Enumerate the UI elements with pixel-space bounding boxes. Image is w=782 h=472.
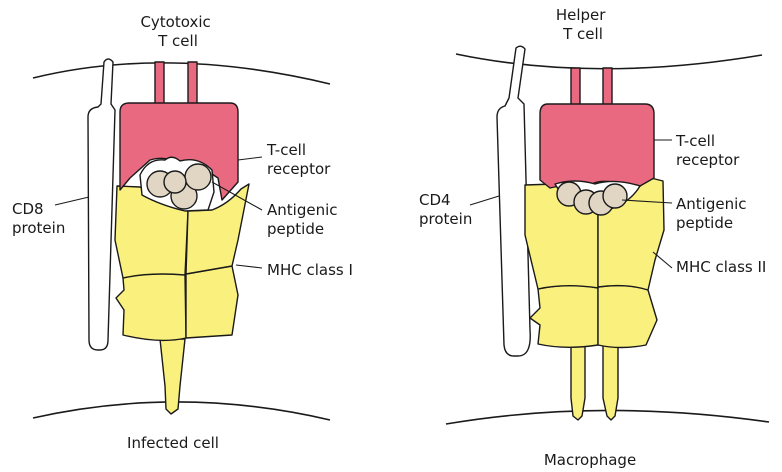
helper-t-cell-label: Helper T cell — [556, 6, 610, 43]
right-panel: Helper T cell CD4 protein T-cell recepto… — [419, 6, 769, 469]
left-tcell-membrane — [33, 63, 330, 84]
mhc-class-ii-shape — [525, 178, 664, 420]
cd8-leader — [55, 197, 89, 205]
cytotoxic-t-cell-label: Cytotoxic T cell — [140, 13, 215, 50]
mhc-class-i-leader — [236, 265, 262, 268]
cd4-leader — [470, 196, 499, 205]
t-cell-receptor-label-left: T-cell receptor — [266, 141, 331, 178]
mhc-class-i-shape — [115, 184, 249, 414]
cd8-protein-label: CD8 protein — [12, 200, 65, 237]
macrophage-label: Macrophage — [544, 451, 636, 469]
mhc-class-ii-leader — [653, 252, 672, 268]
mhc-class-i-label: MHC class I — [267, 261, 353, 279]
left-target-membrane — [33, 402, 330, 420]
antigenic-peptide-label-right: Antigenic peptide — [676, 195, 751, 232]
cd4-protein-label: CD4 protein — [419, 191, 472, 228]
left-panel: Cytotoxic T cell CD8 protein T-cell rece… — [12, 13, 353, 452]
infected-cell-label: Infected cell — [127, 434, 219, 452]
left-receptor-leader — [238, 157, 262, 160]
t-cell-receptor-label-right: T-cell receptor — [675, 132, 740, 169]
right-tcell-membrane — [456, 54, 762, 69]
antigenic-peptide-label-left: Antigenic peptide — [267, 201, 342, 238]
cd8-protein-shape — [88, 59, 115, 350]
t-cell-receptor-right-shape — [540, 68, 654, 188]
mhc-class-ii-label: MHC class II — [676, 258, 766, 276]
